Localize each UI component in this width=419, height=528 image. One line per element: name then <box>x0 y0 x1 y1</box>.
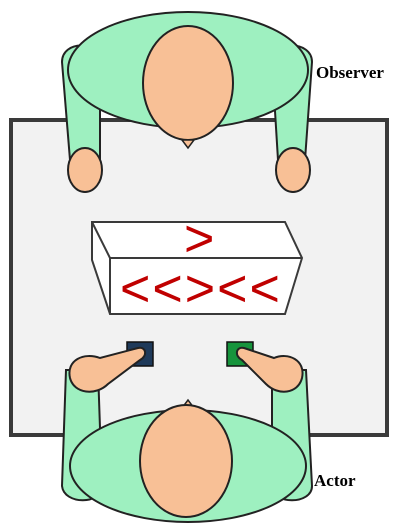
observer-head <box>142 25 234 141</box>
observer-nose <box>180 139 196 150</box>
actor-left-hand <box>68 346 146 393</box>
observer-right-hand <box>275 147 311 193</box>
top-arrow-stimulus: > <box>184 210 214 268</box>
actor-label: Actor <box>314 471 356 490</box>
observer-figure <box>60 11 314 193</box>
stimulus-display: > <<><< <box>91 210 304 318</box>
actor-head <box>139 404 233 518</box>
actor-right-hand <box>236 346 304 393</box>
observer-left-hand <box>67 147 103 193</box>
bottom-arrow-stimulus: <<><< <box>120 260 282 318</box>
observer-label: Observer <box>316 63 384 82</box>
actor-figure <box>60 346 314 523</box>
